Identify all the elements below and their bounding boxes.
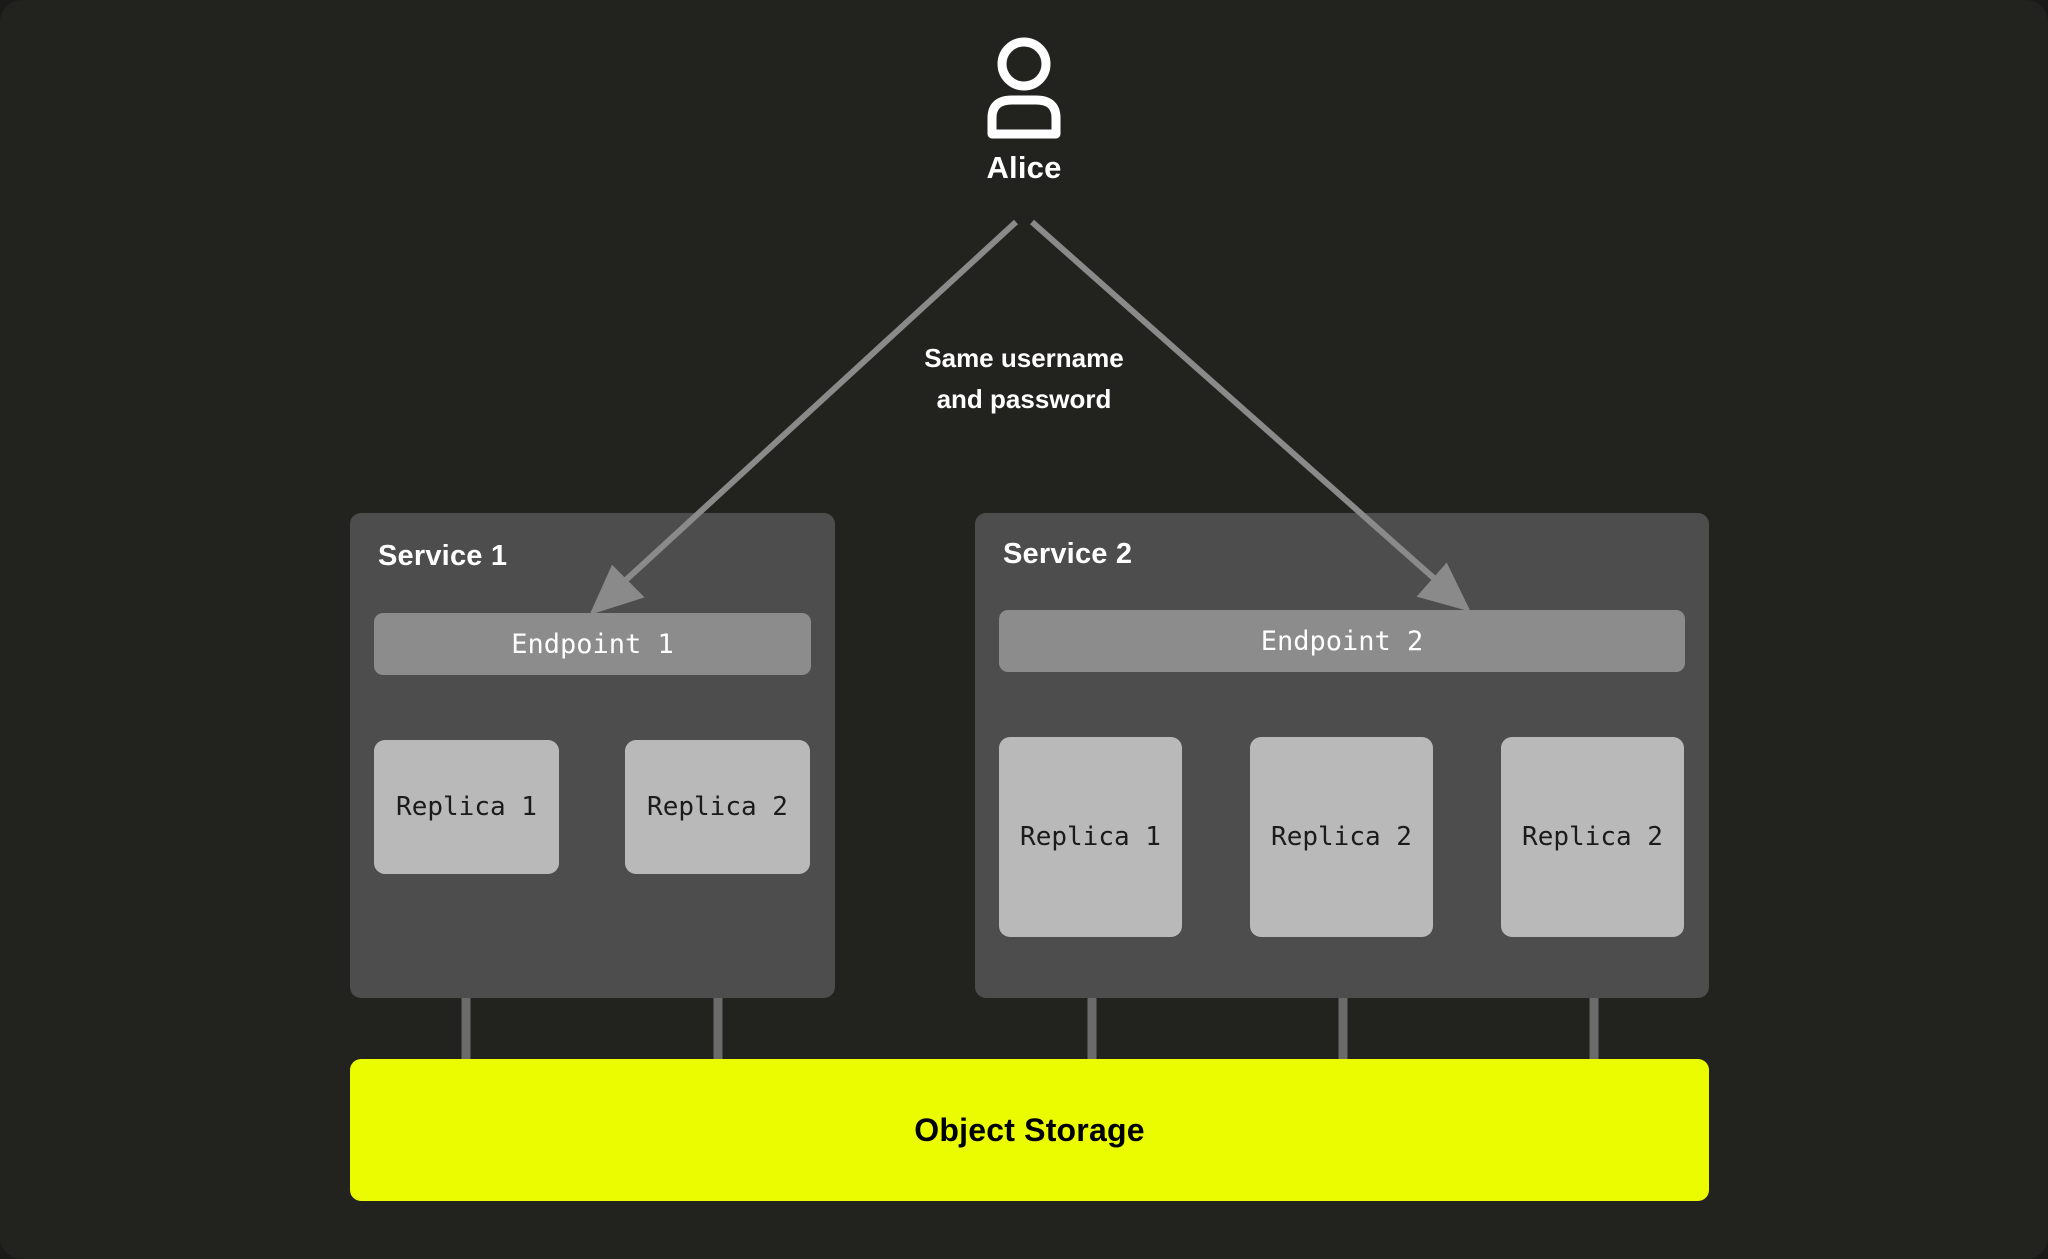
arrow-alice-to-service-1 — [612, 219, 1019, 593]
service-box-1[interactable]: Service 1 Endpoint 1 Replica 1 Replica 2 — [350, 513, 835, 998]
service-1-replica-2[interactable]: Replica 2 — [625, 740, 810, 874]
service-2-replica-2[interactable]: Replica 2 — [1250, 737, 1433, 937]
service-1-replica-1[interactable]: Replica 1 — [374, 740, 559, 874]
service-box-2[interactable]: Service 2 Endpoint 2 Replica 1 Replica 2… — [975, 513, 1709, 998]
arrow-alice-to-service-2 — [1030, 219, 1447, 591]
arrowhead-service-1 — [589, 564, 645, 615]
service-2-replica-1[interactable]: Replica 1 — [999, 737, 1182, 937]
endpoint-1[interactable]: Endpoint 1 — [374, 613, 811, 675]
actor-alice: Alice — [0, 36, 2048, 186]
object-storage-bar[interactable]: Object Storage — [350, 1059, 1709, 1201]
endpoint-2[interactable]: Endpoint 2 — [999, 610, 1685, 672]
person-icon — [987, 37, 1061, 139]
arrowhead-service-2 — [1416, 562, 1471, 612]
service-2-replica-3[interactable]: Replica 2 — [1501, 737, 1684, 937]
service-2-title: Service 2 — [1003, 538, 1133, 570]
caption-line-1: Same username — [924, 343, 1124, 373]
actor-label: Alice — [986, 150, 1062, 185]
connection-caption: Same username and password — [824, 338, 1224, 420]
service-1-title: Service 1 — [378, 540, 508, 572]
caption-line-2: and password — [936, 384, 1112, 414]
